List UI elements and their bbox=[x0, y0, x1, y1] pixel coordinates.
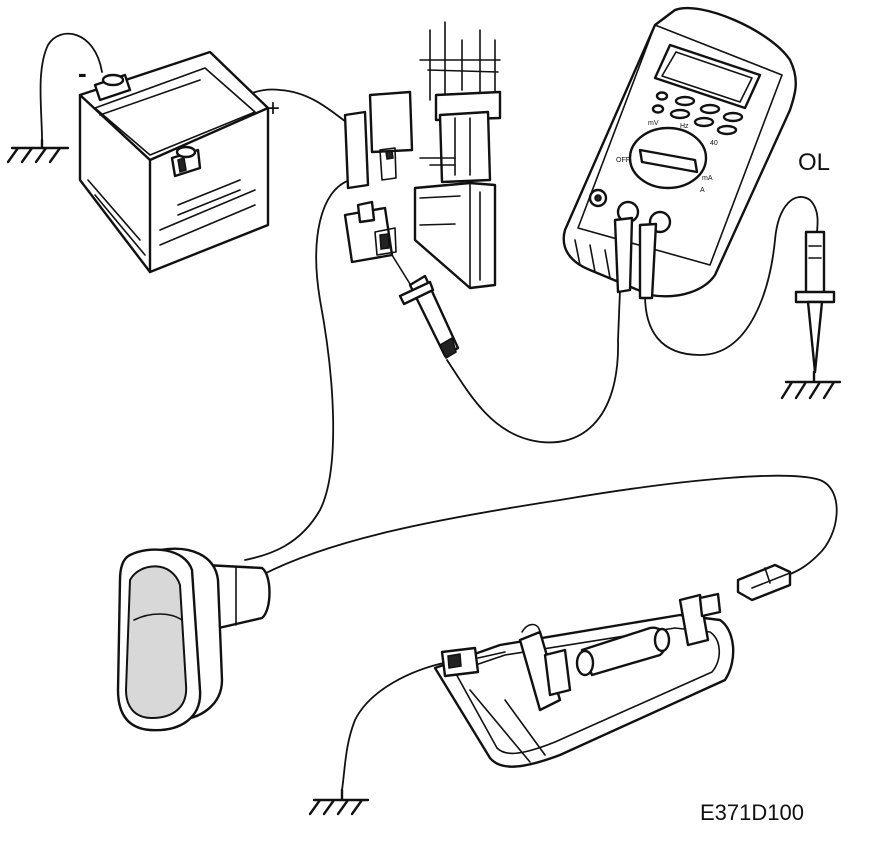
fuse-to-switch-wire bbox=[244, 179, 351, 561]
ground-symbol-lamp bbox=[308, 788, 370, 816]
dial-label-off: OFF bbox=[616, 157, 630, 164]
ground-symbol-battery bbox=[6, 138, 70, 164]
battery-negative-label: - bbox=[78, 58, 87, 88]
ground-test-probe-icon bbox=[794, 230, 836, 374]
dial-label-ma: mA bbox=[702, 175, 713, 182]
connector-icon bbox=[736, 563, 792, 602]
test-probe-icon bbox=[391, 254, 460, 360]
lamp-housing-icon bbox=[433, 592, 735, 768]
meter-reading-label: OL bbox=[798, 149, 830, 176]
lamp-ground-wire bbox=[341, 661, 449, 791]
fuse-box-icon bbox=[343, 21, 502, 290]
ground-symbol-probe bbox=[780, 370, 842, 400]
dial-label-hz: Hz bbox=[680, 123, 689, 130]
figure-code: E371D100 bbox=[700, 800, 804, 825]
multimeter-icon: mV Hz 40 mA A OFF bbox=[562, 6, 797, 300]
dial-label-a: A bbox=[700, 187, 705, 194]
meter-buttons bbox=[651, 91, 744, 136]
probe-lead-wire bbox=[446, 289, 621, 444]
meter-rotary-dial[interactable] bbox=[628, 126, 708, 190]
battery-icon bbox=[78, 50, 270, 274]
switch-to-connector-wire bbox=[261, 474, 838, 576]
ground-wire-battery bbox=[39, 32, 103, 141]
dial-label-mv: mV bbox=[648, 120, 659, 127]
battery-positive-label: + bbox=[266, 95, 280, 122]
meter-ground-lead bbox=[644, 196, 819, 356]
switch-icon bbox=[116, 547, 271, 732]
dial-label-40: 40 bbox=[710, 140, 718, 147]
